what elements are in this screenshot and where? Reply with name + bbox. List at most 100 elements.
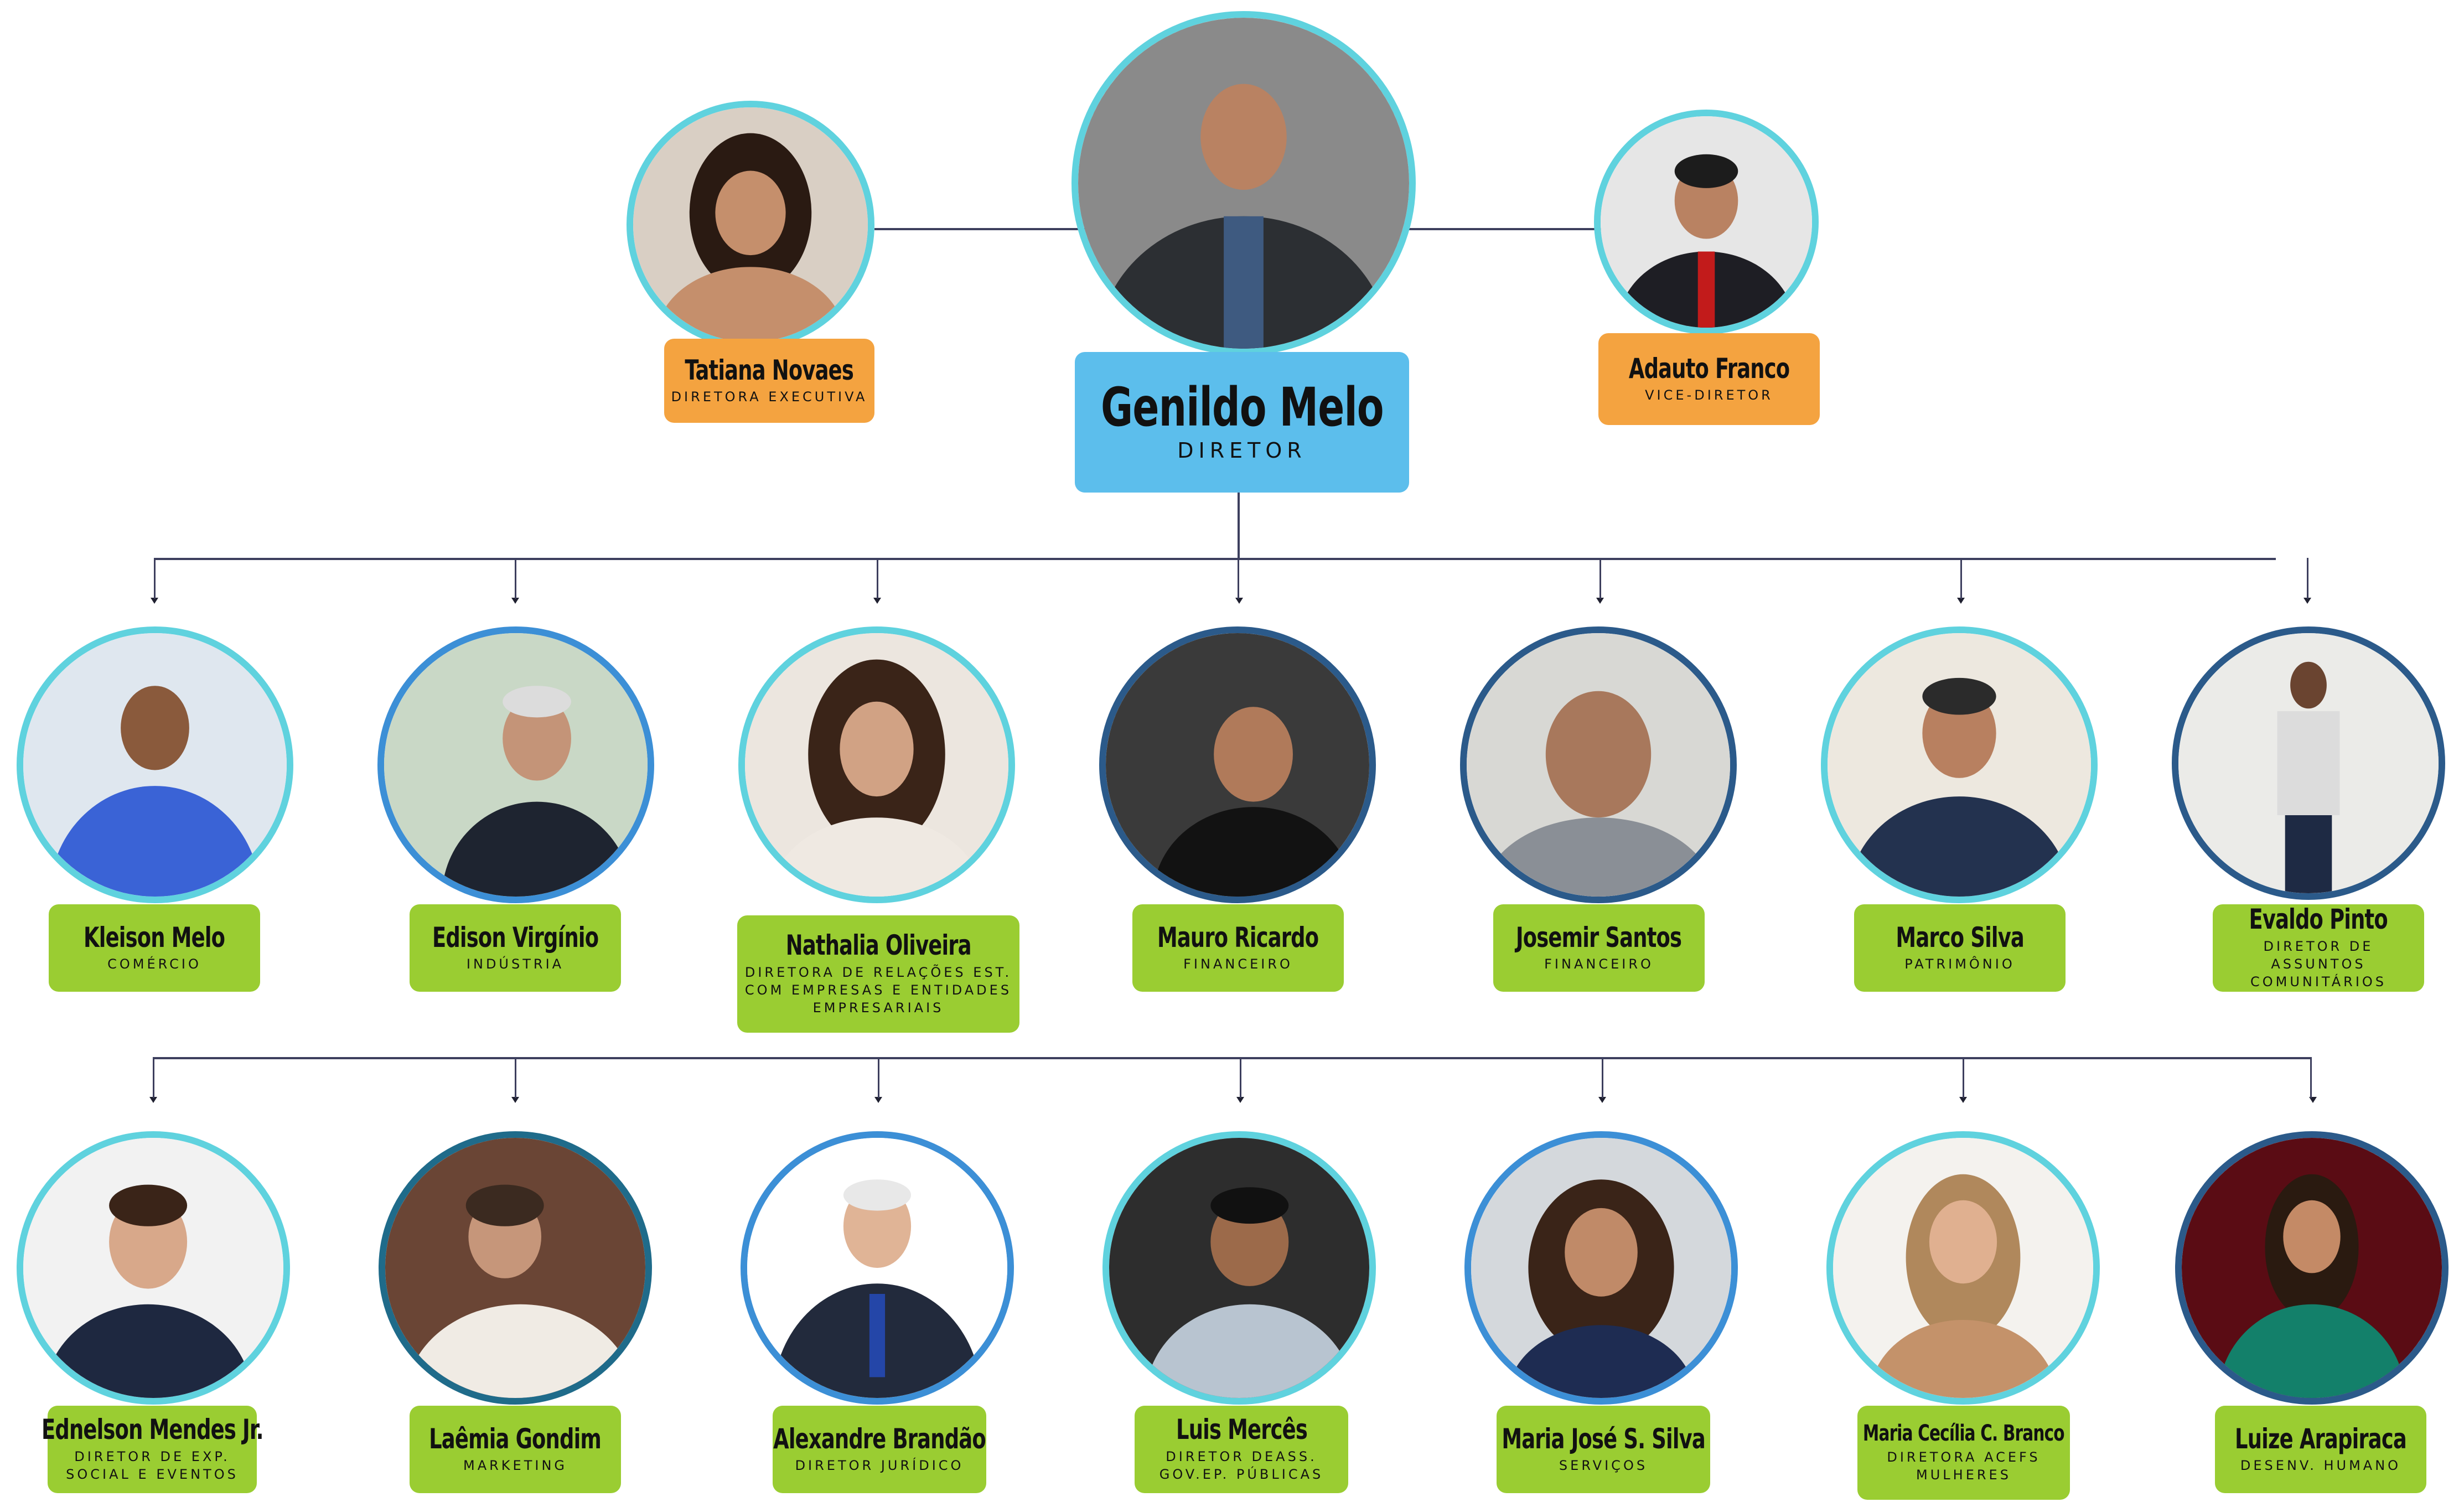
portrait-woman-icon — [633, 107, 868, 342]
portrait-woman-icon — [385, 1138, 645, 1398]
name-label: Luis Mercês — [1176, 1413, 1308, 1446]
role-label: INDÚSTRIA — [466, 956, 565, 972]
portrait-marco-silva — [1821, 626, 2098, 903]
portrait-man-icon — [1601, 116, 1812, 328]
name-label: Adauto Franco — [1628, 352, 1790, 385]
role-label: FINANCEIRO — [1183, 956, 1293, 972]
arrow-down — [1596, 598, 1604, 604]
portrait-man-icon — [23, 633, 287, 897]
name-label: Edison Virgínio — [432, 921, 599, 954]
portrait-man-icon — [1106, 633, 1369, 897]
arrow-down — [873, 598, 881, 604]
role-label: MARKETING — [463, 1458, 567, 1474]
card-evaldo-pinto: Evaldo Pinto DIRETOR DE ASSUNTOS COMUNIT… — [2213, 904, 2424, 992]
portrait-man-icon — [384, 633, 648, 897]
role-label: DIRETOR DE ASSUNTOS COMUNITÁRIOS — [2250, 938, 2387, 990]
card-nathalia-oliveira: Nathalia Oliveira DIRETORA DE RELAÇÕES E… — [737, 915, 1019, 1033]
row2-drop — [153, 1057, 154, 1098]
portrait-man-icon — [747, 1138, 1007, 1398]
card-tatiana-novaes: Tatiana Novaes DIRETORA EXECUTIVA — [664, 339, 874, 423]
portrait-maria-cecilia-branco — [1826, 1131, 2100, 1405]
portrait-adauto-franco — [1594, 110, 1819, 334]
row1-drop — [1238, 558, 1239, 599]
portrait-woman-icon — [1471, 1138, 1731, 1398]
role-label: VICE-DIRETOR — [1645, 387, 1773, 403]
portrait-man-icon — [2178, 633, 2439, 893]
row2-drop — [2310, 1057, 2312, 1098]
card-marco-silva: Marco Silva PATRIMÔNIO — [1854, 904, 2066, 992]
row1-drop — [2307, 558, 2308, 599]
portrait-woman-icon — [2182, 1138, 2442, 1398]
name-label: Nathalia Oliveira — [785, 929, 972, 962]
row2-drop — [1602, 1057, 1603, 1098]
arrow-down — [511, 1097, 519, 1103]
card-genildo-melo: Genildo Melo DIRETOR — [1075, 352, 1409, 493]
name-label: Alexandre Brandão — [773, 1422, 986, 1455]
row2-drop — [1963, 1057, 1964, 1098]
row1-drop — [154, 558, 156, 599]
name-label: Maria Cecília C. Branco — [1863, 1420, 2065, 1446]
card-alexandre-brandao: Alexandre Brandão DIRETOR JURÍDICO — [773, 1406, 986, 1493]
name-label: Kleison Melo — [84, 921, 225, 954]
row1-drop — [877, 558, 878, 599]
arrow-down — [874, 1097, 882, 1103]
card-mauro-ricardo: Mauro Ricardo FINANCEIRO — [1132, 904, 1344, 992]
role-label: FINANCEIRO — [1544, 956, 1654, 972]
arrow-down — [1959, 1097, 1967, 1103]
role-label: SERVIÇOS — [1559, 1458, 1648, 1474]
name-label: Evaldo Pinto — [2249, 903, 2388, 936]
card-kleison-melo: Kleison Melo COMÉRCIO — [49, 904, 260, 992]
portrait-nathalia-oliveira — [738, 626, 1015, 903]
row2-drop — [515, 1057, 516, 1098]
portrait-man-icon — [1078, 18, 1409, 349]
connector-top-right — [1406, 228, 1605, 230]
name-label: Marco Silva — [1896, 921, 2024, 954]
portrait-ednelson-mendes — [17, 1131, 290, 1405]
card-adauto-franco: Adauto Franco VICE-DIRETOR — [1598, 333, 1820, 425]
row1-drop — [1599, 558, 1601, 599]
name-label: Tatiana Novaes — [685, 354, 854, 386]
card-luize-arapiraca: Luize Arapiraca DESENV. HUMANO — [2215, 1406, 2426, 1493]
portrait-woman-icon — [745, 633, 1008, 897]
arrow-down — [511, 598, 519, 604]
portrait-man-icon — [1828, 633, 2091, 897]
role-label: DIRETOR DE EXP. SOCIAL E EVENTOS — [66, 1448, 239, 1483]
role-label: DIRETORA EXECUTIVA — [671, 389, 868, 405]
arrow-down — [1235, 598, 1243, 604]
role-label: DIRETOR DEASS. GOV.EP. PÚBLICAS — [1159, 1448, 1324, 1483]
name-label: Laêmia Gondim — [429, 1422, 602, 1455]
role-label: DIRETORA DE RELAÇÕES EST. COM EMPRESAS E… — [744, 964, 1012, 1016]
portrait-laemia-gondim — [379, 1131, 652, 1405]
portrait-maria-jose-silva — [1464, 1131, 1738, 1405]
portrait-man-icon — [1467, 633, 1730, 897]
card-josemir-santos: Josemir Santos FINANCEIRO — [1493, 904, 1705, 992]
card-maria-cecilia-branco: Maria Cecília C. Branco DIRETORA ACEFS M… — [1857, 1406, 2070, 1500]
row1-drop — [1960, 558, 1962, 599]
connector-row1-bus — [154, 558, 2276, 560]
row1-drop — [515, 558, 516, 599]
role-label: COMÉRCIO — [107, 956, 201, 972]
role-label: DIRETOR — [1177, 438, 1307, 463]
arrow-down — [1236, 1097, 1244, 1103]
card-edison-virginio: Edison Virgínio INDÚSTRIA — [410, 904, 621, 992]
portrait-woman-icon — [1833, 1138, 2093, 1398]
card-luis-merces: Luis Mercês DIRETOR DEASS. GOV.EP. PÚBLI… — [1135, 1406, 1348, 1493]
arrow-down — [151, 598, 158, 604]
portrait-tatiana-novaes — [627, 101, 874, 349]
portrait-man-icon — [1109, 1138, 1369, 1398]
role-label: DESENV. HUMANO — [2240, 1458, 2401, 1474]
arrow-down — [2303, 598, 2311, 604]
arrow-down — [149, 1097, 157, 1103]
portrait-edison-virginio — [377, 626, 654, 903]
card-ednelson-mendes: Ednelson Mendes Jr. DIRETOR DE EXP. SOCI… — [42, 1406, 263, 1493]
name-label: Mauro Ricardo — [1157, 921, 1319, 954]
portrait-luize-arapiraca — [2175, 1131, 2449, 1405]
portrait-kleison-melo — [17, 626, 293, 903]
name-label: Luize Arapiraca — [2235, 1422, 2407, 1455]
arrow-down — [1957, 598, 1965, 604]
card-laemia-gondim: Laêmia Gondim MARKETING — [410, 1406, 621, 1493]
row2-drop — [878, 1057, 879, 1098]
card-maria-jose-silva: Maria José S. Silva SERVIÇOS — [1497, 1406, 1710, 1493]
portrait-luis-merces — [1102, 1131, 1376, 1405]
portrait-evaldo-pinto — [2172, 626, 2445, 900]
